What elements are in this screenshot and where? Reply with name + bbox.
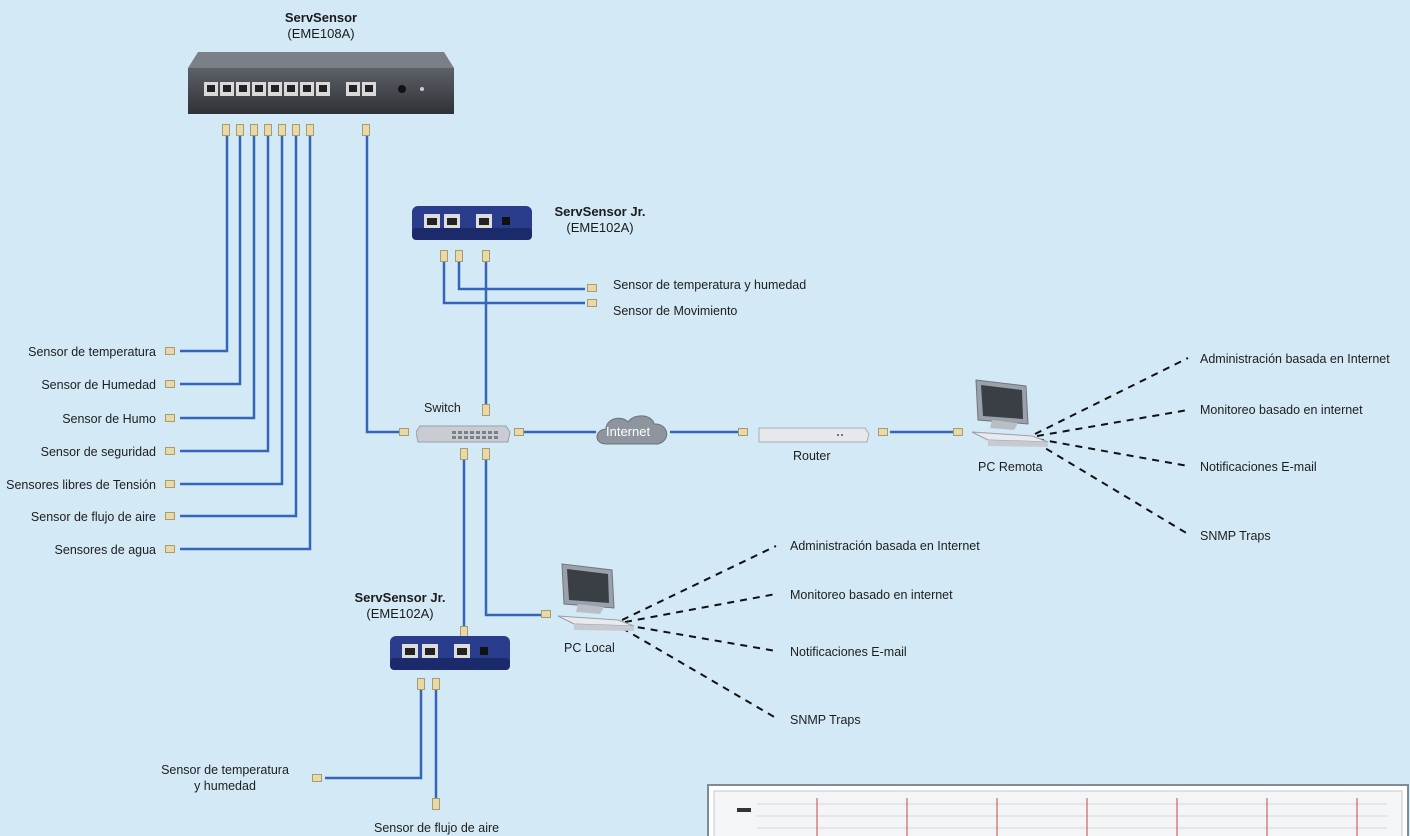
router-device bbox=[758, 427, 870, 443]
plug-icon bbox=[165, 545, 175, 553]
cable-tension bbox=[180, 136, 284, 486]
plug-icon bbox=[460, 448, 468, 460]
plug-icon bbox=[278, 124, 286, 136]
cable-jrtop-temp bbox=[457, 262, 585, 291]
dash-remote-email bbox=[1036, 438, 1189, 467]
left-sensor-label: Sensor de flujo de aire bbox=[30, 510, 156, 524]
plug-icon bbox=[165, 380, 175, 388]
dash-local-snmp bbox=[621, 627, 777, 719]
plug-icon bbox=[165, 414, 175, 422]
pc-remota-label: PC Remota bbox=[978, 460, 1043, 474]
left-sensor-label: Sensor de seguridad bbox=[40, 445, 156, 459]
plug-icon bbox=[878, 428, 888, 436]
plug-icon bbox=[514, 428, 524, 436]
pc-local-label: PC Local bbox=[564, 641, 615, 655]
cable-switch-pclocal bbox=[484, 458, 542, 617]
internet-cloud-icon bbox=[596, 415, 668, 445]
plug-icon bbox=[432, 798, 440, 810]
jr-top-sensor-mov: Sensor de Movimiento bbox=[613, 304, 738, 318]
servsensor-title: ServSensor (EME108A) bbox=[284, 10, 358, 41]
remote-service-label: Administración basada en Internet bbox=[1200, 352, 1390, 366]
cable-jrtop-mov bbox=[442, 262, 585, 305]
dash-remote-admin bbox=[1034, 357, 1189, 435]
remote-service-label: Monitoreo basado en internet bbox=[1200, 403, 1363, 417]
dash-remote-monitor bbox=[1036, 409, 1189, 437]
remote-service-label: SNMP Traps bbox=[1200, 529, 1271, 543]
local-service-label: Monitoreo basado en internet bbox=[790, 588, 953, 602]
plug-icon bbox=[306, 124, 314, 136]
plug-icon bbox=[587, 299, 597, 307]
plug-icon bbox=[738, 428, 748, 436]
plug-icon bbox=[222, 124, 230, 136]
plug-icon bbox=[292, 124, 300, 136]
cable-agua bbox=[180, 136, 312, 551]
servsensor-device bbox=[188, 52, 454, 114]
cable-jrbottom-temp bbox=[325, 688, 423, 780]
plug-icon bbox=[541, 610, 551, 618]
jr-bottom-title: ServSensor Jr. (EME102A) bbox=[354, 590, 446, 621]
plug-icon bbox=[417, 678, 425, 690]
cable-seguridad bbox=[180, 136, 270, 453]
left-sensor-label: Sensores libres de Tensión bbox=[6, 478, 156, 492]
dash-local-email bbox=[624, 624, 777, 652]
switch-device bbox=[416, 425, 511, 443]
graph-panel-partial bbox=[707, 784, 1409, 836]
jr-top-sensor-temp: Sensor de temperatura y humedad bbox=[613, 278, 807, 292]
plug-icon bbox=[264, 124, 272, 136]
cable-temperatura bbox=[180, 136, 229, 353]
left-sensor-label: Sensor de Humedad bbox=[41, 378, 156, 392]
cable-humo bbox=[180, 136, 256, 420]
plug-icon bbox=[165, 447, 175, 455]
dash-remote-snmp bbox=[1034, 441, 1189, 535]
servsensor-jr-bottom-device bbox=[390, 636, 510, 670]
plug-icon bbox=[953, 428, 963, 436]
plug-icon bbox=[432, 678, 440, 690]
cable-flujo bbox=[180, 136, 298, 518]
plug-icon bbox=[440, 250, 448, 262]
plug-icon bbox=[455, 250, 463, 262]
plug-icon bbox=[236, 124, 244, 136]
local-service-label: Administración basada en Internet bbox=[790, 539, 980, 553]
jr-bottom-sensor-airflow: Sensor de flujo de aire bbox=[374, 821, 500, 835]
plug-icon bbox=[165, 347, 175, 355]
local-service-label: SNMP Traps bbox=[790, 713, 861, 727]
jr-top-title: ServSensor Jr. (EME102A) bbox=[554, 204, 646, 235]
dash-local-admin bbox=[621, 545, 777, 621]
router-label: Router bbox=[793, 449, 831, 463]
plug-icon bbox=[482, 448, 490, 460]
cable-servsensor-switch bbox=[365, 136, 400, 434]
internet-label: Internet bbox=[606, 424, 651, 439]
left-sensor-label: Sensores de agua bbox=[54, 543, 156, 557]
plug-icon bbox=[482, 250, 490, 262]
remote-service-label: Notificaciones E-mail bbox=[1200, 460, 1317, 474]
plug-icon bbox=[482, 404, 490, 416]
pc-remota-icon bbox=[971, 379, 1049, 447]
cable-humedad bbox=[180, 136, 242, 386]
plug-icon bbox=[587, 284, 597, 292]
plug-icon bbox=[312, 774, 322, 782]
left-sensor-label: Sensor de temperatura bbox=[28, 345, 156, 359]
servsensor-jr-top-device bbox=[412, 206, 532, 240]
left-sensor-label: Sensor de Humo bbox=[62, 412, 156, 426]
switch-label: Switch bbox=[424, 401, 461, 415]
jr-bottom-sensor-temp: Sensor de temperatura y humedad bbox=[161, 763, 289, 793]
plug-icon bbox=[250, 124, 258, 136]
plug-icon bbox=[399, 428, 409, 436]
local-service-label: Notificaciones E-mail bbox=[790, 645, 907, 659]
pc-local-icon bbox=[557, 563, 635, 631]
plug-icon bbox=[165, 512, 175, 520]
plug-icon bbox=[165, 480, 175, 488]
plug-icon bbox=[362, 124, 370, 136]
